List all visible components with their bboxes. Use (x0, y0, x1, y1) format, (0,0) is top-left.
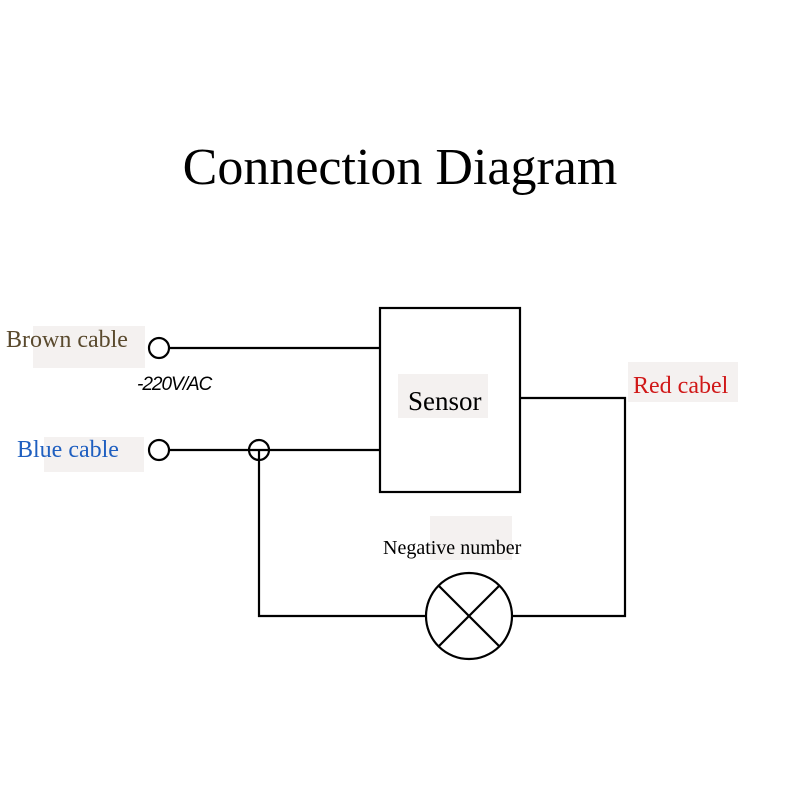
brown-cable-label: Brown cable (6, 327, 128, 353)
sensor-box (378, 306, 522, 494)
red-cable-label: Red cabel (633, 373, 729, 399)
voltage-label: -220V/AC (137, 374, 212, 395)
terminal-icon (147, 336, 171, 360)
label-highlight (44, 437, 144, 472)
label-highlight (33, 326, 145, 368)
label-highlight (628, 362, 738, 402)
red-wire (512, 396, 627, 618)
diagram-title: Connection Diagram (182, 139, 618, 196)
terminal-icon (247, 438, 271, 462)
lamp-icon (424, 571, 514, 661)
return-wire (257, 450, 426, 618)
label-highlight (398, 374, 488, 418)
sensor-label: Sensor (408, 386, 482, 416)
blue-cable-label: Blue cable (17, 437, 119, 463)
terminal-icon (147, 438, 171, 462)
label-highlight (430, 516, 512, 560)
negative-label: Negative number (383, 537, 522, 559)
